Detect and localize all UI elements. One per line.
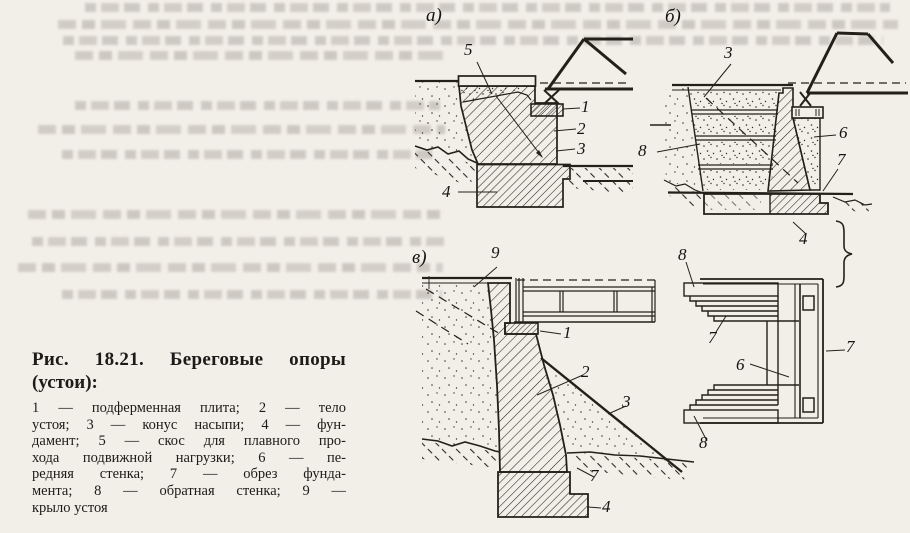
legend-line: мента; 8 — обратная стенка; 9 — [32,482,346,499]
legend-line: 1 — подферменная плита; 2 — тело [32,400,346,416]
foundation [497,471,589,518]
soil-hatch [568,454,690,480]
callout-a-3: 3 [577,139,586,158]
panel-a-section [414,37,633,208]
panel-v-label: в) [412,247,427,268]
slope-bevel-fill [460,87,524,102]
arrowhead [536,150,543,158]
callout-plan-7-left: 7 [708,328,717,347]
hidden-slope-line [495,95,543,158]
callout-b-6: 6 [839,123,848,142]
hidden-slope-dashed [415,310,469,345]
foundation-hatched [770,194,828,214]
callout-leaders [685,261,846,442]
bearing-pad [791,106,824,119]
callout-a-2: 2 [577,119,586,138]
panel-a-label: а) [426,5,442,26]
bearing-pad [530,103,564,117]
callout-a-4: 4 [442,182,451,201]
embankment-stipple [422,284,500,450]
figure-caption-legend: 1 — подферменная плита; 2 — тело устоя; … [32,400,346,516]
soil-hatch [704,195,764,210]
legend-line: дамент; 5 — скос для плавного про- [32,433,346,450]
grouping-brace [835,220,853,288]
outer-embankment-stipple [662,88,703,191]
callout-leader-3 [703,63,732,98]
bridge-deck-railing [514,278,657,323]
truss-span [545,37,633,91]
callout-b-8: 8 [638,141,647,160]
bearing-pad [504,322,539,335]
figure-caption: Рис. 18.21. Береговые опоры (устои): 1 —… [32,348,346,516]
legend-line: редняя стенка; 7 — обрез фунда- [32,466,346,483]
soil-hatch [833,198,872,214]
callout-a-5: 5 [464,40,473,59]
callout-leaders [656,134,839,235]
callout-plan-8-top: 8 [678,245,687,264]
embankment-stipple [415,82,477,163]
pad-ticks [795,109,820,116]
caption-title-line-1: Рис. 18.21. Береговые опоры [32,349,346,370]
callout-v-7: 7 [590,466,599,485]
layered-backfill [689,91,780,190]
cone-stipple [542,362,664,456]
bevel-line [462,91,532,103]
panel-b-label: б) [665,6,681,27]
panel-v-section [415,266,695,518]
callout-v-4: 4 [602,497,611,516]
wing-wall-top [683,282,779,322]
panel-b-section [650,31,908,288]
callout-leaders [458,61,581,193]
ground-line-right [566,451,695,463]
soil-hatch [664,182,702,210]
bearing-seat [802,397,815,413]
soil-hatch [415,148,477,186]
soil-hatch [422,441,499,468]
wing-wall-bottom [683,384,779,424]
callout-b-3: 3 [724,43,733,62]
legend-line: крыло устоя [32,499,108,516]
callout-a-1: 1 [581,97,590,116]
callout-plan-8-bottom: 8 [699,433,708,452]
callout-b-7: 7 [837,150,846,169]
legend-line: хода подвижной нагрузки; 6 — пе- [32,449,346,466]
ground-line [414,145,478,164]
callout-leaders [473,266,627,509]
callout-b-4: 4 [799,229,808,248]
legend-line: устоя; 3 — конус насыпи; 4 — фун- [32,416,346,433]
callout-plan-7-right: 7 [846,337,855,356]
terrain-line [663,179,704,194]
cone-dashed-line [705,97,799,184]
soil-hatch [565,168,633,194]
ground-line-left [421,438,501,453]
panel-plan-view [683,261,846,442]
bearing-cross [543,89,560,105]
callout-v-2: 2 [581,362,590,381]
foundation [476,163,571,208]
figure-caption-title: Рис. 18.21. Береговые опоры (устои): [32,348,346,394]
callout-plan-6: 6 [736,355,745,374]
callout-v-1: 1 [563,323,572,342]
top-slab [457,75,537,87]
caption-title-line-2: (устои): [32,372,98,393]
truss-span [805,31,908,95]
callout-v-9: 9 [491,243,500,262]
bearing-seat [802,295,815,311]
callout-v-3: 3 [622,392,631,411]
